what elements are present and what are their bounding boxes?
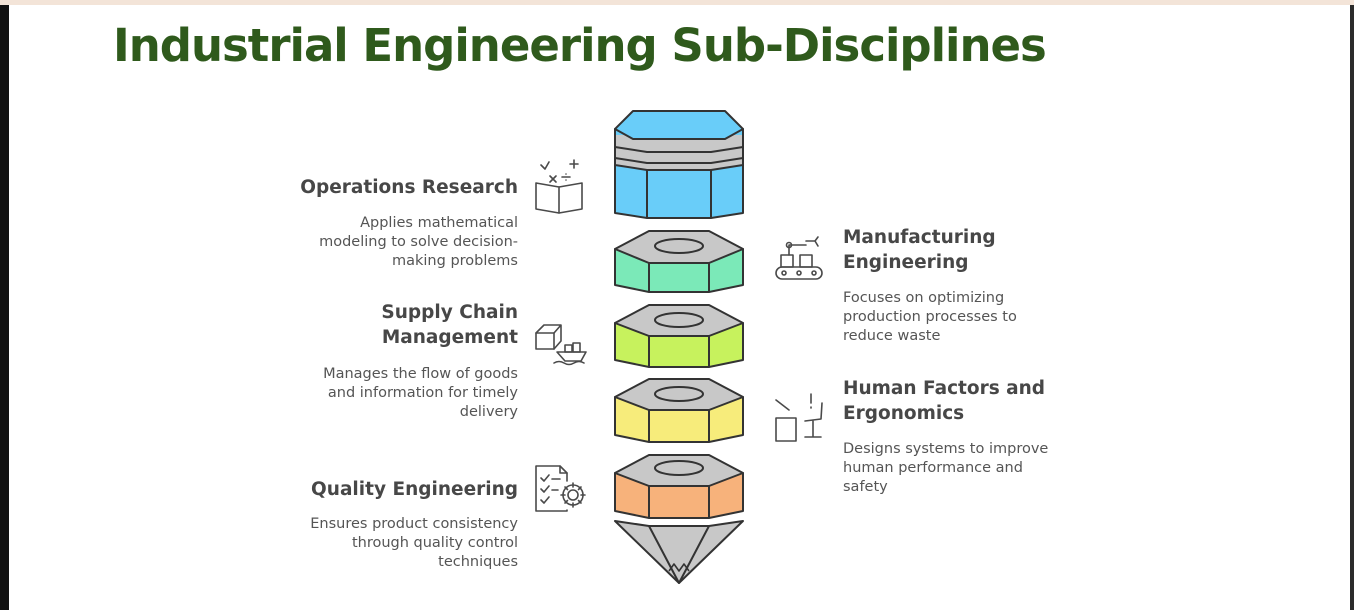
- title-line: Supply Chain: [381, 302, 518, 323]
- slide-title: Industrial Engineering Sub-Disciplines: [113, 19, 1047, 72]
- description-line: safety: [843, 479, 888, 495]
- supply-chain-management-description: Manages the flow of goods and informatio…: [323, 365, 518, 422]
- description-line: techniques: [438, 554, 518, 570]
- title-line: Manufacturing: [843, 227, 996, 248]
- package-ship-icon: [535, 324, 587, 366]
- description-line: making problems: [392, 253, 518, 269]
- title-line: Management: [381, 327, 518, 348]
- human-factors-ergonomics-title: Human Factors and Ergonomics: [843, 376, 1045, 426]
- title-line: Human Factors and: [843, 378, 1046, 399]
- human-factors-ergonomics-description: Designs systems to improve human perform…: [843, 440, 1048, 497]
- quality-engineering-title: Quality Engineering: [311, 479, 518, 500]
- top-strip: [0, 0, 1354, 5]
- stack-nut-3: [614, 378, 744, 443]
- right-frame-bar: [1350, 5, 1354, 610]
- description-line: Manages the flow of goods: [323, 366, 518, 382]
- title-line: Ergonomics: [843, 403, 965, 424]
- stack-nut-1: [614, 230, 744, 293]
- robot-arm-conveyor-icon: [775, 236, 823, 280]
- description-line: Focuses on optimizing: [843, 290, 1005, 306]
- operations-research-description: Applies mathematical modeling to solve d…: [319, 214, 518, 271]
- quality-engineering-description: Ensures product consistency through qual…: [310, 515, 518, 572]
- pencil-stack-graphic: [535, 110, 823, 584]
- manufacturing-engineering-title: Manufacturing Engineering: [843, 225, 996, 275]
- description-line: Applies mathematical: [360, 215, 518, 231]
- manufacturing-engineering-description: Focuses on optimizing production process…: [843, 289, 1017, 346]
- description-line: reduce waste: [843, 328, 941, 344]
- supply-chain-management-title: Supply Chain Management: [381, 300, 518, 350]
- math-book-icon: [535, 159, 583, 214]
- stack-nut-4: [614, 454, 744, 519]
- stack-nut-2: [614, 304, 744, 368]
- description-line: production processes to: [843, 309, 1017, 325]
- description-line: modeling to solve decision-: [319, 234, 518, 250]
- operations-research-title: Operations Research: [300, 177, 518, 198]
- stack-cap: [614, 110, 744, 219]
- description-line: Designs systems to improve: [843, 441, 1049, 457]
- slide: Industrial Engineering Sub-Disciplines: [9, 5, 1350, 610]
- description-line: through quality control: [351, 535, 518, 551]
- stack-tip: [614, 520, 744, 584]
- description-line: delivery: [459, 404, 518, 420]
- ergonomic-chair-icon: [775, 393, 823, 442]
- left-frame-bar: [0, 5, 9, 610]
- title-line: Engineering: [843, 252, 969, 273]
- description-line: human performance and: [843, 460, 1023, 476]
- description-line: Ensures product consistency: [310, 516, 518, 532]
- description-line: and information for timely: [327, 385, 518, 401]
- checklist-gear-icon: [535, 465, 586, 512]
